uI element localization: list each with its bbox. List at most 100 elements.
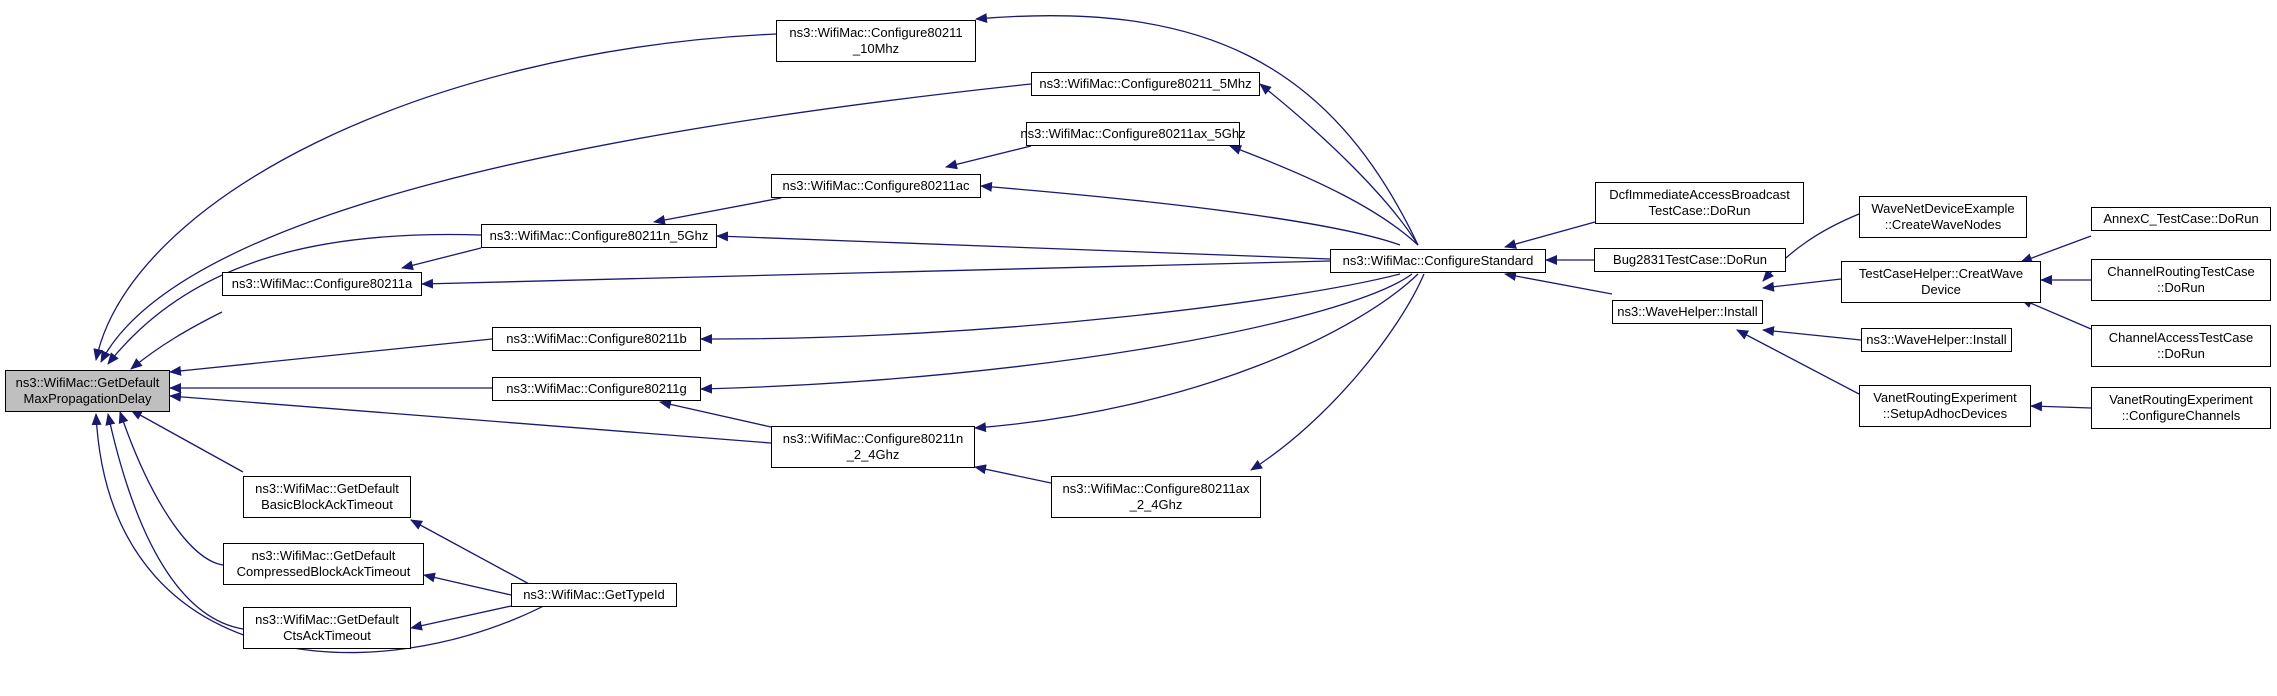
- node-vanet-routing-experiment-configure-channels[interactable]: VanetRoutingExperiment ::ConfigureChanne…: [2091, 387, 2271, 429]
- node-channel-routing-test-case[interactable]: ChannelRoutingTestCase ::DoRun: [2091, 259, 2271, 301]
- node-label: ns3::WifiMac::Configure80211ax_5Ghz: [1020, 126, 1246, 141]
- node-label-line2: MaxPropagationDelay: [23, 391, 152, 406]
- node-label: ns3::WaveHelper::Install: [1617, 304, 1758, 319]
- node-label: ns3::WifiMac::Configure80211n_5Ghz: [489, 228, 709, 243]
- edge-cfgg-std: [700, 273, 1413, 394]
- edge-cfgax24-std: [1250, 273, 1425, 471]
- edge-cfga-root: [130, 311, 223, 370]
- node-configure80211ax-5ghz[interactable]: ns3::WifiMac::Configure80211ax_5Ghz: [1020, 122, 1246, 146]
- node-label-line2: CtsAckTimeout: [283, 628, 371, 643]
- node-label-line1: VanetRoutingExperiment: [2109, 392, 2253, 407]
- node-label-line2: CompressedBlockAckTimeout: [236, 564, 411, 579]
- edge-std-dcf: [1504, 221, 1596, 249]
- node-get-type-id[interactable]: ns3::WifiMac::GetTypeId: [511, 583, 677, 607]
- node-label-line1: ns3::WifiMac::GetDefault: [15, 375, 160, 390]
- node-label-line1: ns3::WifiMac::Configure80211n: [782, 431, 964, 446]
- node-label: ns3::WifiMac::Configure80211b: [506, 331, 687, 346]
- node-label-line2: ::ConfigureChannels: [2121, 408, 2241, 423]
- node-label-line1: ChannelAccessTestCase: [2108, 330, 2254, 345]
- edge-wave-vre: [1736, 329, 1860, 395]
- node-get-default-basic-block-ack-timeout[interactable]: ns3::WifiMac::GetDefault BasicBlockAckTi…: [243, 476, 411, 518]
- node-label-line1: DcfImmediateAccessBroadcast: [1609, 187, 1790, 202]
- node-label: ns3::WifiMac::Configure80211a: [231, 276, 413, 291]
- node-configure80211a[interactable]: ns3::WifiMac::Configure80211a: [222, 272, 422, 296]
- node-configure80211g[interactable]: ns3::WifiMac::Configure80211g: [492, 377, 701, 401]
- edge-cfga-std: [421, 260, 1331, 289]
- node-label-line2: ::SetupAdhocDevices: [1882, 406, 2008, 421]
- node-label-line2: Device: [1921, 282, 1961, 297]
- node-get-default-compressed-block-ack-timeout[interactable]: ns3::WifiMac::GetDefault CompressedBlock…: [223, 543, 424, 585]
- node-get-default-cts-ack-timeout[interactable]: ns3::WifiMac::GetDefault CtsAckTimeout: [243, 607, 411, 649]
- edge-cfgac-cfgn5: [653, 197, 782, 225]
- node-label-line1: WaveNetDeviceExample: [1871, 201, 2015, 216]
- edge-tch-cat: [2020, 298, 2092, 330]
- edge-tch-annex: [2020, 235, 2092, 263]
- node-wave-helper-install[interactable]: ns3::WaveHelper::Install: [1612, 300, 1763, 324]
- edge-cfgg-cfgn24: [659, 399, 772, 428]
- node-configure80211n-5ghz[interactable]: ns3::WifiMac::Configure80211n_5Ghz: [481, 224, 717, 248]
- node-label-line2: ::DoRun: [2157, 346, 2205, 361]
- node-configure80211b[interactable]: ns3::WifiMac::Configure80211b: [492, 327, 701, 351]
- edge-cfgb-std: [700, 273, 1401, 345]
- node-label-line2: TestCase::DoRun: [1648, 203, 1751, 218]
- edge-typeid-compressed: [423, 572, 512, 596]
- node-label-line2: _2_4Ghz: [846, 447, 900, 462]
- node-configure80211n-2-4ghz[interactable]: ns3::WifiMac::Configure80211n _2_4Ghz: [771, 426, 975, 468]
- node-label: ns3::WifiMac::Configure80211_5Mhz: [1039, 76, 1252, 91]
- edge-cfg10-std: [975, 13, 1419, 246]
- node-label: Bug2831TestCase::DoRun: [1613, 252, 1767, 267]
- edge-cfgax5-std: [1229, 145, 1419, 246]
- node-label: ns3::WifiMac::Configure80211ac: [782, 178, 970, 193]
- edge-basic-root: [130, 409, 244, 473]
- node-configure80211ac[interactable]: ns3::WifiMac::Configure80211ac: [771, 174, 981, 198]
- edge-cfgac-std: [980, 181, 1401, 246]
- node-dcf-immediate-access-broadcast-test-case[interactable]: DcfImmediateAccessBroadcast TestCase::Do…: [1595, 182, 1804, 224]
- edge-typeid-basic: [410, 519, 532, 586]
- edge-cfgb-root: [169, 338, 493, 376]
- node-label: ns3::WifiMac::GetTypeId: [523, 587, 665, 602]
- node-annex-c-test-case[interactable]: AnnexC_TestCase::DoRun: [2091, 207, 2271, 231]
- node-wave-net-device-example[interactable]: WaveNetDeviceExample ::CreateWaveNodes: [1859, 196, 2027, 238]
- node-label: ns3::WifiMac::ConfigureStandard: [1342, 253, 1534, 268]
- node-label: AnnexC_TestCase::DoRun: [2103, 211, 2259, 226]
- node-get-default-max-propagation-delay: ns3::WifiMac::GetDefault MaxPropagationD…: [5, 370, 170, 412]
- node-bug2831-test-case[interactable]: Bug2831TestCase::DoRun: [1594, 248, 1786, 272]
- edge-vre-vrc: [2030, 401, 2092, 412]
- node-label-line1: ns3::WifiMac::GetDefault: [255, 612, 399, 627]
- node-label-line1: ns3::WifiMac::Configure80211: [789, 25, 963, 40]
- node-label-line2: ::CreateWaveNodes: [1884, 217, 2002, 232]
- node-label-line1: ns3::WifiMac::GetDefault: [251, 548, 396, 563]
- edge-cfgn5-std: [716, 231, 1331, 260]
- edge-compressed-root: [118, 411, 224, 566]
- node-label-line2: ::DoRun: [2157, 280, 2205, 295]
- node-configure80211ax-2-4ghz[interactable]: ns3::WifiMac::Configure80211ax _2_4Ghz: [1051, 476, 1261, 518]
- edge-cfgn5-cfga: [401, 247, 482, 271]
- node-label-line2: BasicBlockAckTimeout: [261, 497, 393, 512]
- edge-cfg5-root: [100, 83, 1032, 363]
- node-label-line1: ChannelRoutingTestCase: [2107, 264, 2255, 279]
- edge-cfgax5-cfgac: [945, 145, 1032, 170]
- node-channel-access-test-case[interactable]: ChannelAccessTestCase ::DoRun: [2091, 325, 2271, 367]
- node-label-line1: TestCaseHelper::CreatWave: [1858, 266, 2024, 281]
- node-label-line2: _2_4Ghz: [1129, 497, 1183, 512]
- node-wave-helper-install-overload[interactable]: ns3::WaveHelper::Install: [1861, 328, 2012, 352]
- edge-wave-tch: [1762, 278, 1842, 292]
- edge-cfgn5-root: [107, 233, 482, 365]
- edge-cfg5-std: [1259, 83, 1419, 246]
- node-configure-standard[interactable]: ns3::WifiMac::ConfigureStandard: [1330, 249, 1546, 273]
- edge-cfgn24-root: [169, 391, 772, 444]
- node-label-line1: ns3::WifiMac::Configure80211ax: [1062, 481, 1250, 496]
- node-vanet-routing-experiment-setup-adhoc-devices[interactable]: VanetRoutingExperiment ::SetupAdhocDevic…: [1859, 385, 2031, 427]
- node-label-line1: ns3::WifiMac::GetDefault: [255, 481, 399, 496]
- edge-std-wave: [1504, 271, 1613, 295]
- edge-typeid-cts: [410, 605, 512, 631]
- edge-cfg10-root: [93, 33, 777, 361]
- node-test-case-helper-creat-wave-device[interactable]: TestCaseHelper::CreatWave Device: [1841, 261, 2041, 303]
- node-label-line2: _10Mhz: [852, 41, 900, 56]
- edge-cts-root: [105, 413, 244, 630]
- node-configure80211-5mhz[interactable]: ns3::WifiMac::Configure80211_5Mhz: [1031, 72, 1260, 96]
- edge-cfgn24-cfgax24: [974, 464, 1052, 484]
- edge-wave-wave2: [1762, 326, 1862, 341]
- node-configure80211-10mhz[interactable]: ns3::WifiMac::Configure80211 _10Mhz: [776, 20, 976, 62]
